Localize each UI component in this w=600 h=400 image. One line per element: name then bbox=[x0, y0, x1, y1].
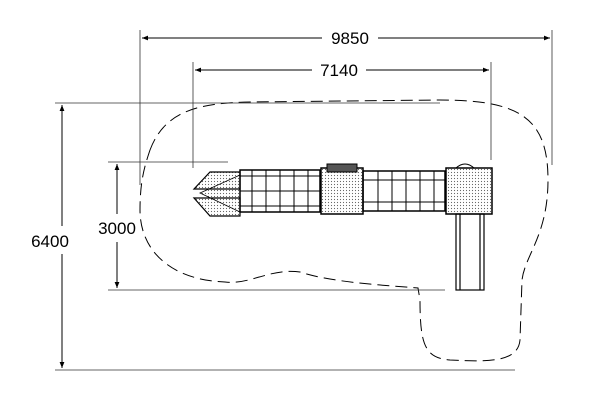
dimension-label: 7140 bbox=[320, 61, 358, 80]
net-tunnel bbox=[239, 169, 321, 213]
dimension-overall-width: 6400 bbox=[31, 105, 69, 368]
dimension-label: 3000 bbox=[98, 219, 136, 238]
bridge bbox=[362, 170, 446, 212]
dimension-equipment-length: 7140 bbox=[195, 61, 489, 80]
safety-zone-outline bbox=[139, 99, 549, 362]
extension-lines bbox=[55, 30, 553, 371]
play-equipment bbox=[192, 163, 493, 291]
platform bbox=[320, 167, 364, 215]
arrow-entrance bbox=[192, 171, 241, 217]
dimension-overall-length: 9850 bbox=[142, 29, 550, 48]
dimension-equipment-width: 3000 bbox=[98, 164, 136, 288]
tower-roof-edge bbox=[455, 163, 475, 169]
platform-panel bbox=[326, 163, 358, 173]
slide bbox=[455, 213, 485, 291]
dimension-label: 6400 bbox=[31, 232, 69, 251]
dimension-label: 9850 bbox=[331, 29, 369, 48]
tower-platform bbox=[445, 167, 493, 215]
